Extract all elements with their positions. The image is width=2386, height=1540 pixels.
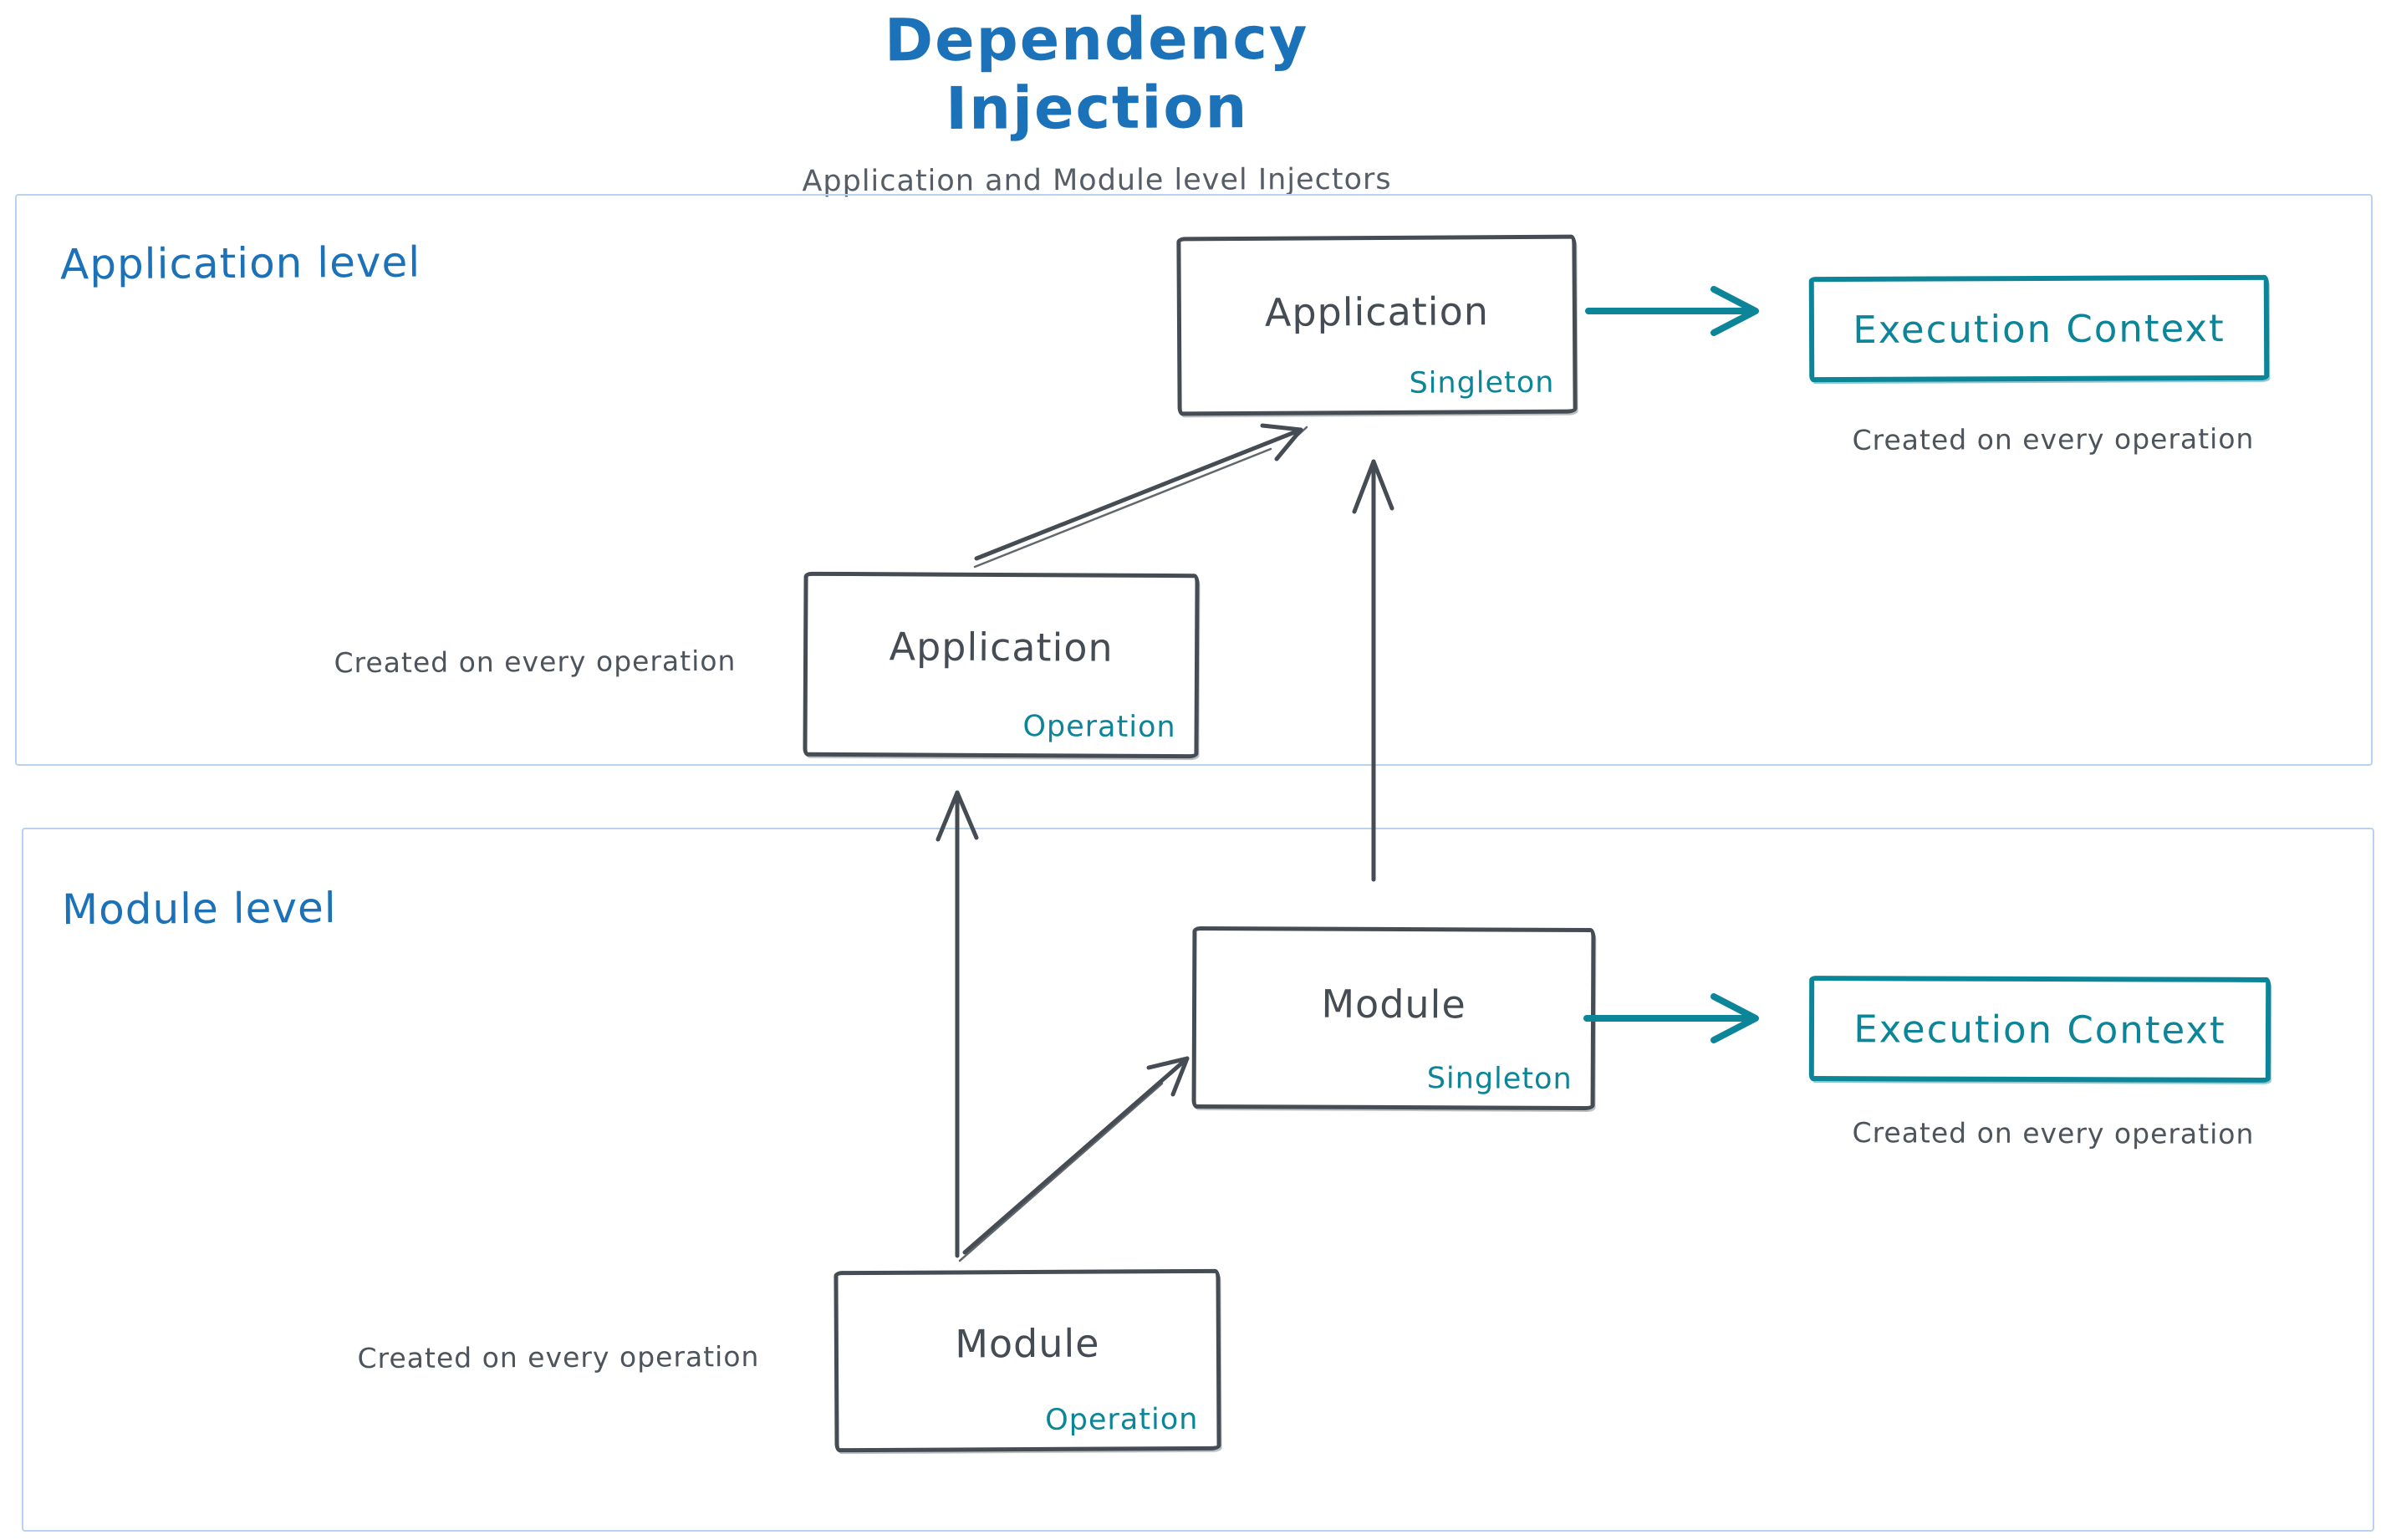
- module-singleton-box: Module Singleton: [1191, 926, 1596, 1111]
- module-operation-title: Module: [955, 1320, 1100, 1367]
- diagram-header: Dependency Injection Application and Mod…: [737, 3, 1456, 199]
- application-execution-context-box: Execution Context: [1808, 274, 2270, 383]
- application-singleton-scope: Singleton: [1409, 365, 1555, 400]
- application-execution-context-caption: Created on every operation: [1852, 422, 2255, 456]
- application-singleton-title: Application: [1264, 288, 1490, 335]
- application-level-container: Application level Application Singleton …: [15, 194, 2373, 766]
- application-operation-caption: Created on every operation: [334, 644, 737, 680]
- application-execution-context-label: Execution Context: [1853, 305, 2225, 352]
- module-operation-caption: Created on every operation: [357, 1339, 760, 1375]
- application-operation-title: Application: [889, 624, 1114, 671]
- module-singleton-scope: Singleton: [1426, 1062, 1573, 1096]
- module-operation-box: Module Operation: [834, 1268, 1221, 1453]
- application-operation-scope: Operation: [1022, 710, 1176, 745]
- application-operation-box: Application Operation: [803, 571, 1200, 759]
- diagram-title: Dependency Injection: [884, 3, 1309, 143]
- module-execution-context-box: Execution Context: [1808, 976, 2271, 1083]
- module-operation-scope: Operation: [1045, 1402, 1199, 1437]
- application-singleton-box: Application Singleton: [1176, 234, 1578, 416]
- module-singleton-title: Module: [1321, 981, 1466, 1028]
- application-level-label: Application level: [59, 237, 421, 289]
- module-execution-context-label: Execution Context: [1853, 1006, 2226, 1053]
- module-execution-context-caption: Created on every operation: [1852, 1116, 2255, 1150]
- module-level-container: Module level Module Singleton Execution …: [22, 828, 2374, 1532]
- module-level-label: Module level: [61, 883, 337, 935]
